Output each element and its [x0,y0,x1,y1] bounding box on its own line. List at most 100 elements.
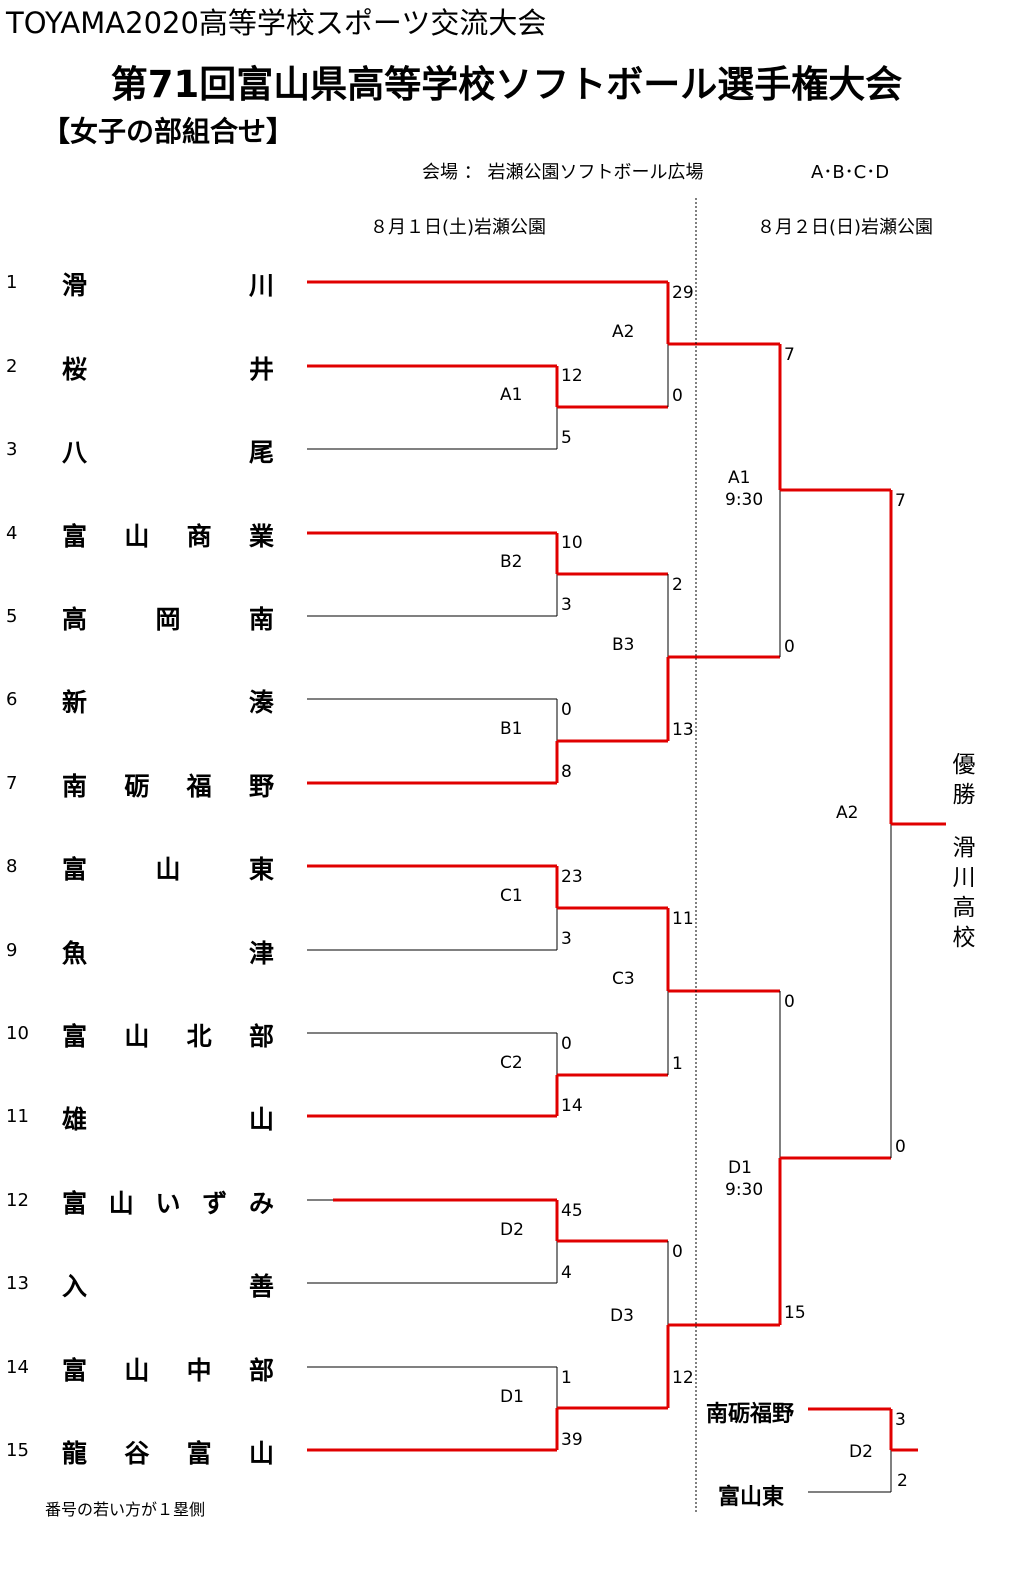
team-name: 龍谷富山 [62,1434,274,1470]
team-name-char: 富 [186,1439,212,1468]
score-d1-top: 1 [561,1368,572,1388]
venue-label: 会場 ： 岩瀬公園ソフトボール広場 [422,162,704,183]
team-name-char: 山 [155,855,181,884]
seed-number: 5 [6,606,18,627]
seed-number: 13 [6,1273,29,1294]
score-b3-top: 2 [672,575,683,595]
team-name: 富山東 [62,850,274,886]
team-name-char: 滑 [62,271,88,300]
champion-team-char: 校 [952,925,976,951]
seed-number: 11 [6,1106,29,1127]
champion-team-char: 川 [952,865,976,891]
team-name-char: 岡 [155,605,181,634]
team-name-char: 山 [124,1356,150,1385]
seed-number: 12 [6,1190,29,1211]
score-sf-a1-top: 7 [784,345,795,365]
team-name-char: 谷 [124,1439,150,1468]
team-name-char: 津 [248,939,274,968]
champion-team-char: 高 [952,895,976,921]
score-sub-bottom: 2 [897,1471,908,1491]
team-name-char: 南 [62,772,88,801]
team-name: 高岡南 [62,600,274,636]
team-name: 入善 [62,1267,274,1303]
score-sf-a1-bottom: 0 [784,637,795,657]
score-d3-top: 0 [672,1242,683,1262]
score-b1-bottom: 8 [561,762,572,782]
score-final-top: 7 [895,491,906,511]
team-name-char: 雄 [62,1105,88,1134]
team-name-char: 商 [186,522,212,551]
team-name-char: 高 [62,605,88,634]
score-a2-top: 29 [672,283,694,303]
team-name-char: 野 [248,772,274,801]
team-name-char: 福 [186,772,212,801]
team-name-char: 新 [62,688,88,717]
seed-number: 6 [6,689,18,710]
team-name-char: 龍 [62,1439,88,1468]
game-label-sf-d1: D1 [728,1158,752,1178]
game-label-d2: D2 [500,1220,524,1240]
game-label-c3: C3 [612,969,635,989]
game-label-c1: C1 [500,886,523,906]
team-name-char: 中 [186,1356,212,1385]
score-c3-top: 11 [672,909,694,929]
champion-label-char: 勝 [952,782,976,808]
team-name: 八尾 [62,433,274,469]
score-sf-d1-bottom: 15 [784,1303,806,1323]
team-name-char: 山 [108,1189,134,1218]
score-c2-top: 0 [561,1034,572,1054]
game-label-d3: D3 [610,1306,634,1326]
team-name-char: 部 [248,1356,274,1385]
team-name-char: 八 [62,438,88,467]
team-name-char: 山 [124,522,150,551]
game-label-c2: C2 [500,1053,523,1073]
team-name-char: 桜 [62,355,88,384]
page-title: 第71回富山県高等学校ソフトボール選手権大会 [110,63,903,106]
score-b1-top: 0 [561,700,572,720]
game-label-sf-a1: A1 [728,468,751,488]
team-name: 富山商業 [62,517,274,553]
day2-header: ８月２日(日)岩瀬公園 [757,217,934,238]
score-c2-bottom: 14 [561,1096,583,1116]
seed-number: 1 [6,272,18,293]
game-label-b1: B1 [500,719,523,739]
team-name: 南砺福野 [62,767,274,803]
team-name-char: 富 [62,1022,88,1051]
game-label-d1: D1 [500,1387,524,1407]
score-d2-bottom: 4 [561,1263,572,1283]
team-name-char: 川 [248,271,274,300]
tournament-series-title: TOYAMA2020高等学校スポーツ交流大会 [6,6,547,40]
score-d3-bottom: 12 [672,1368,694,1388]
team-name-char: い [155,1189,181,1218]
champion-label: 優 勝 [948,750,980,810]
bracket-subtitle: 【女子の部組合せ】 [42,115,295,148]
team-name-char: 魚 [62,939,88,968]
team-name-char: 東 [248,855,274,884]
score-a1-top: 12 [561,366,583,386]
team-name-char: 井 [248,355,274,384]
score-b2-top: 10 [561,533,583,553]
team-name-char: 富 [62,1356,88,1385]
score-c1-top: 23 [561,867,583,887]
team-name-char: 善 [248,1272,274,1301]
team-name-char: 富 [62,522,88,551]
team-name-char: 入 [62,1272,88,1301]
seed-number: 14 [6,1357,29,1378]
footnote: 番号の若い方が１塁側 [45,1500,206,1519]
seed-number: 9 [6,940,18,961]
game-label-a2: A2 [612,322,635,342]
team-name-char: 砺 [124,772,150,801]
team-name-char: 富 [62,855,88,884]
team-name: 富山いずみ [62,1184,274,1220]
game-label-sub-d2: D2 [849,1442,873,1462]
team-name-char: 湊 [248,688,274,717]
team-name-char: 尾 [248,438,274,467]
team-name: 富山中部 [62,1351,274,1387]
score-d2-top: 45 [561,1201,583,1221]
team-name-char: 業 [248,522,274,551]
team-name-char: ず [202,1189,228,1218]
team-name: 雄山 [62,1100,274,1136]
score-final-bottom: 0 [895,1137,906,1157]
score-b3-bottom: 13 [672,720,694,740]
